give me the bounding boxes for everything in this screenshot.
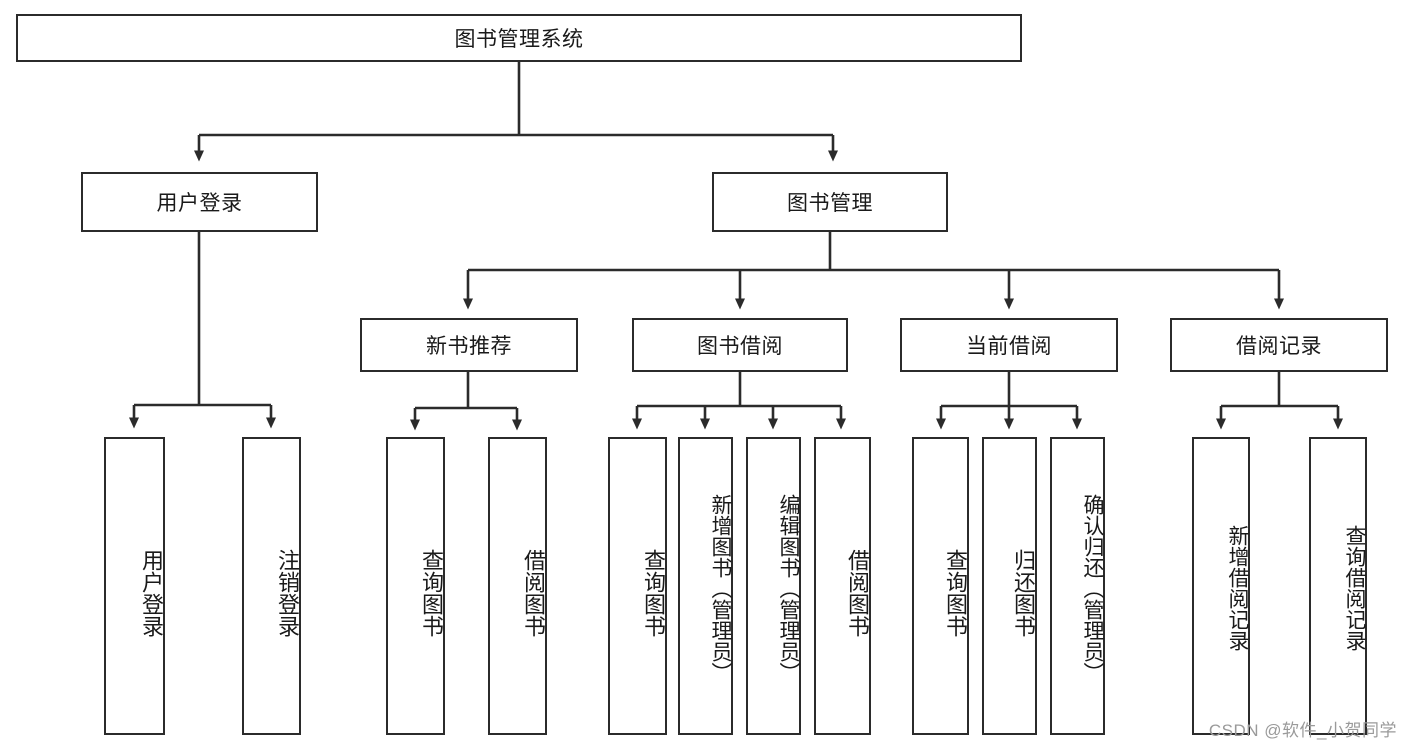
leaf-add-record-label: 新增借阅记录 xyxy=(1226,525,1249,651)
leaf-query-book-3[interactable]: 查询图书 xyxy=(912,437,969,735)
node-new-book-recommend-label: 新书推荐 xyxy=(426,335,512,358)
node-borrow-record[interactable]: 借阅记录 xyxy=(1170,318,1388,372)
leaf-query-book-2-label: 查询图书 xyxy=(641,549,666,637)
leaf-query-record[interactable]: 查询借阅记录 xyxy=(1309,437,1367,735)
leaf-query-book-3-label: 查询图书 xyxy=(943,549,968,637)
node-new-book-recommend[interactable]: 新书推荐 xyxy=(360,318,578,372)
leaf-add-book[interactable]: 新增图书（管理员） xyxy=(678,437,733,735)
node-root-label: 图书管理系统 xyxy=(454,28,584,51)
leaf-logout-label: 注销登录 xyxy=(275,549,300,637)
leaf-borrow-book-2-label: 借阅图书 xyxy=(845,549,870,637)
leaf-query-book-1[interactable]: 查询图书 xyxy=(386,437,445,735)
leaf-add-record[interactable]: 新增借阅记录 xyxy=(1192,437,1250,735)
leaf-confirm-return[interactable]: 确认归还（管理员） xyxy=(1050,437,1105,735)
leaf-user-login[interactable]: 用户登录 xyxy=(104,437,165,735)
leaf-confirm-return-label: 确认归还（管理员） xyxy=(1081,493,1104,683)
leaf-logout[interactable]: 注销登录 xyxy=(242,437,301,735)
node-user-login-label: 用户登录 xyxy=(156,192,243,215)
node-book-management[interactable]: 图书管理 xyxy=(712,172,948,232)
node-book-management-label: 图书管理 xyxy=(787,192,873,215)
leaf-query-book-1-label: 查询图书 xyxy=(419,549,444,637)
node-current-borrow-label: 当前借阅 xyxy=(966,335,1052,358)
leaf-borrow-book-2[interactable]: 借阅图书 xyxy=(814,437,871,735)
leaf-return-book-label: 归还图书 xyxy=(1011,549,1036,637)
leaf-user-login-label: 用户登录 xyxy=(139,549,164,637)
leaf-query-record-label: 查询借阅记录 xyxy=(1343,525,1366,651)
leaf-add-book-label: 新增图书（管理员） xyxy=(709,493,732,683)
watermark-text: CSDN @软件_小贺同学 xyxy=(1208,721,1397,740)
node-book-borrow[interactable]: 图书借阅 xyxy=(632,318,848,372)
leaf-return-book[interactable]: 归还图书 xyxy=(982,437,1037,735)
node-book-borrow-label: 图书借阅 xyxy=(697,335,783,358)
leaf-query-book-2[interactable]: 查询图书 xyxy=(608,437,667,735)
node-user-login[interactable]: 用户登录 xyxy=(81,172,318,232)
leaf-borrow-book-1[interactable]: 借阅图书 xyxy=(488,437,547,735)
leaf-borrow-book-1-label: 借阅图书 xyxy=(521,549,546,637)
node-current-borrow[interactable]: 当前借阅 xyxy=(900,318,1118,372)
node-root[interactable]: 图书管理系统 xyxy=(16,14,1022,62)
node-borrow-record-label: 借阅记录 xyxy=(1236,335,1322,358)
leaf-edit-book-label: 编辑图书（管理员） xyxy=(777,493,800,683)
leaf-edit-book[interactable]: 编辑图书（管理员） xyxy=(746,437,801,735)
